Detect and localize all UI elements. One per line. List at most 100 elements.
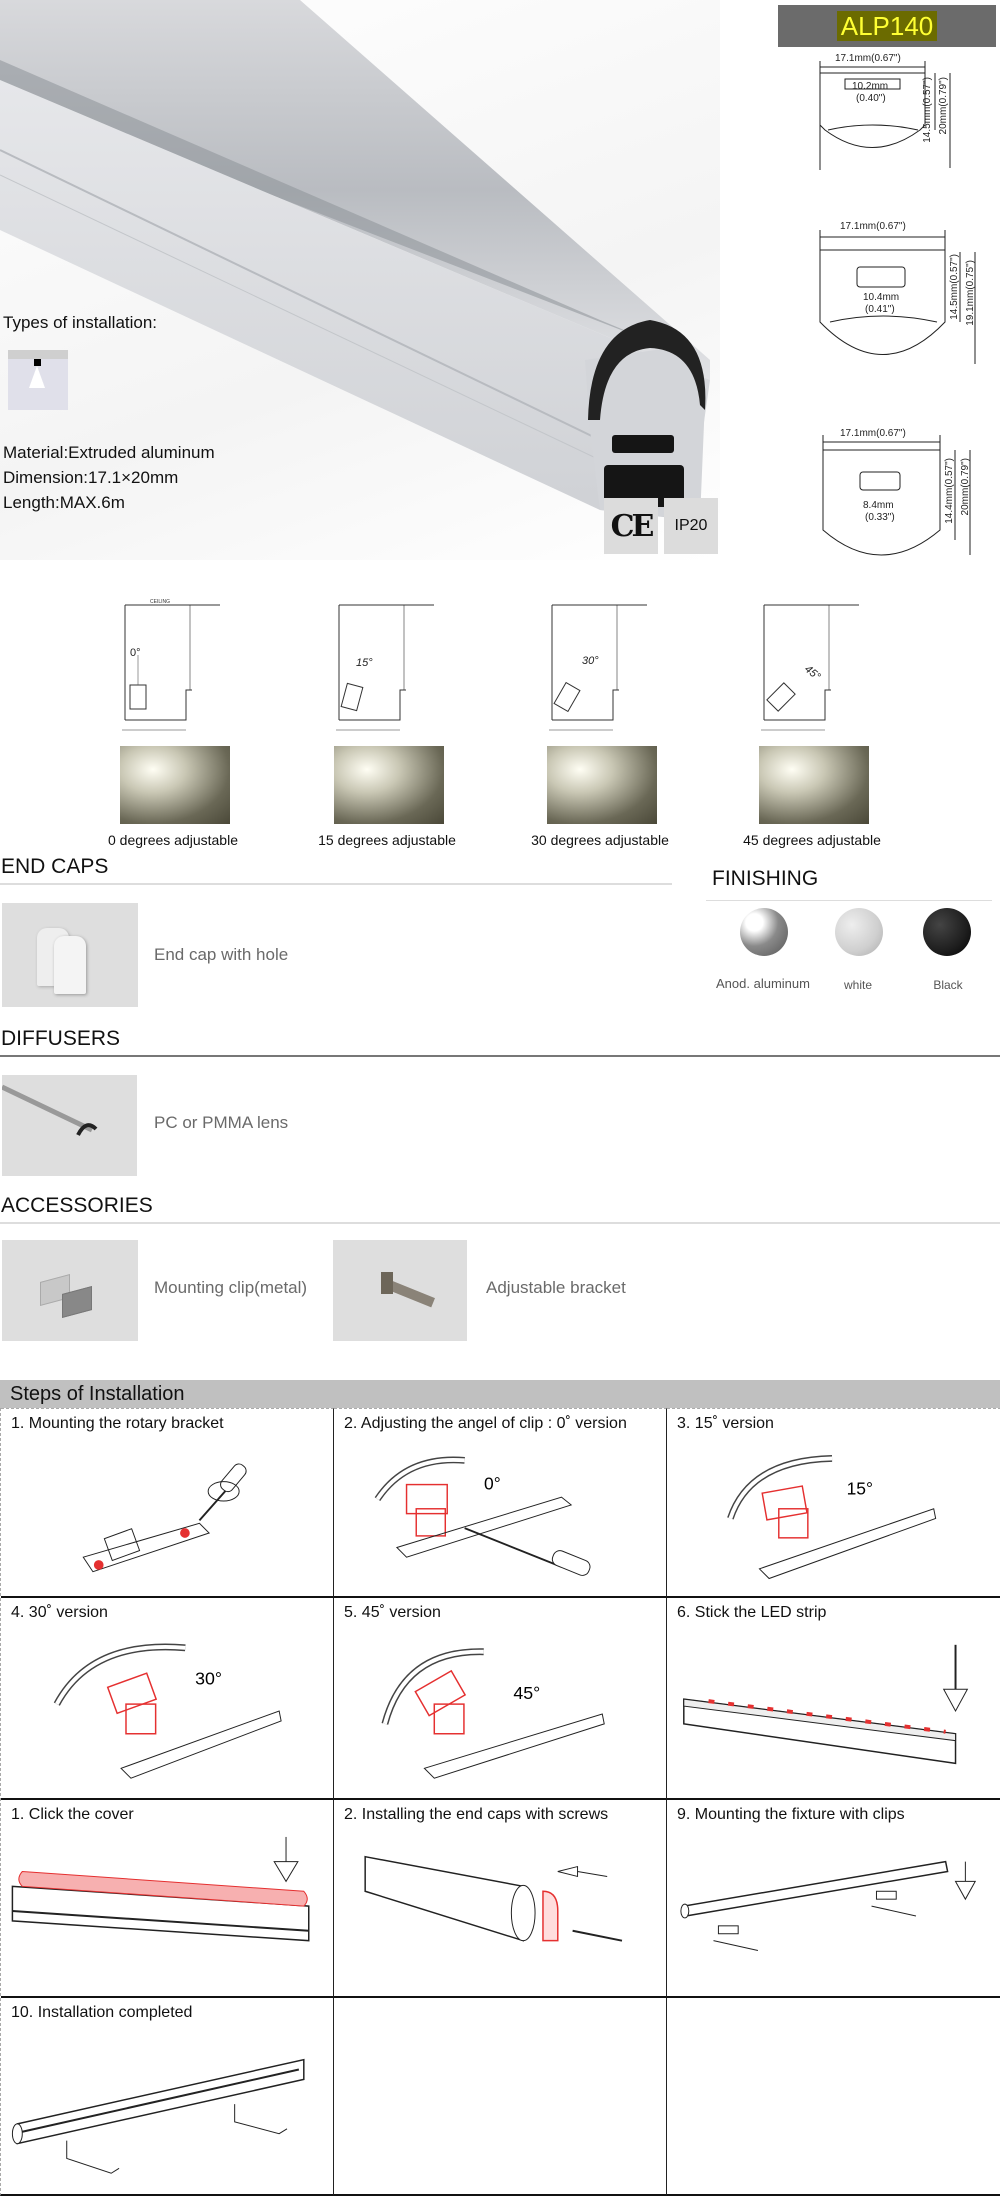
clip-angle-15-illustration: 15°	[727, 1455, 937, 1580]
spec-material: Material:Extruded aluminum	[3, 443, 215, 462]
finish-swatch-black[interactable]	[923, 908, 971, 956]
installation-diagram-30: 30°	[547, 595, 657, 740]
profile-cross-section-icon	[819, 230, 976, 364]
profile-drawing-1: 17.1mm(0.67") 10.2mm (0.40") 14.5mm(0.57…	[810, 53, 990, 170]
light-effect-photo-45	[759, 746, 869, 824]
angle-label: 15 degrees adjustable	[318, 832, 456, 848]
profile-cross-section-icon	[822, 435, 971, 556]
room-section-icon	[549, 604, 647, 731]
mounting-clip-label: Mounting clip(metal)	[154, 1278, 308, 1297]
finish-swatch-white[interactable]	[835, 908, 883, 956]
adjustable-bracket-image	[333, 1240, 467, 1341]
steps-header: Steps of Installation	[0, 1380, 1000, 1408]
inner-dimension-inch: (0.41")	[865, 304, 895, 315]
height-dimension-2: 19.1mm(0.75")	[965, 260, 976, 326]
step-cell-8: 2. Installing the end caps with screws	[334, 1800, 667, 1998]
room-section-icon: CEILING	[122, 599, 220, 731]
step-cell-2: 2. Adjusting the angel of clip : 0˚ vers…	[334, 1408, 667, 1598]
angle-label: 45 degrees adjustable	[743, 832, 881, 848]
svg-text:CEILING: CEILING	[150, 599, 170, 605]
profile-drawing-3: 17.1mm(0.67") 8.4mm (0.33") 14.4mm(0.57"…	[815, 428, 995, 560]
lens-strip-icon	[0, 1084, 98, 1136]
spec-list: Material:Extruded aluminum Dimension:17.…	[3, 440, 215, 515]
diffusers-heading: DIFFUSERS	[1, 1027, 121, 1050]
profile-cross-section-icon	[819, 61, 951, 170]
end-cap-label: End cap with hole	[154, 945, 289, 964]
step-title: 6. Stick the LED strip	[677, 1604, 827, 1621]
installation-diagram-15: 15°	[334, 595, 444, 740]
angle-label: 30 degrees adjustable	[531, 832, 669, 848]
spec-dimension: Dimension:17.1×20mm	[3, 468, 179, 487]
step-title: 2. Adjusting the angel of clip : 0˚ vers…	[344, 1415, 627, 1432]
step-cell-7: 1. Click the cover	[1, 1800, 334, 1998]
finish-label-black: Black	[933, 978, 963, 992]
angle-value: 30°	[582, 655, 599, 667]
svg-text:15°: 15°	[847, 1478, 873, 1498]
angle-option-15: 15° 15 degrees adjustable	[318, 595, 456, 848]
step-title: 2. Installing the end caps with screws	[344, 1806, 609, 1823]
room-section-icon	[336, 604, 434, 731]
clip-angle-45-illustration: 45°	[381, 1648, 605, 1779]
step-title: 4. 30˚ version	[11, 1604, 108, 1621]
angle-label: 0 degrees adjustable	[108, 832, 238, 848]
room-section-icon	[761, 604, 859, 731]
step-title: 9. Mounting the fixture with clips	[677, 1806, 905, 1823]
step-cell-10: 10. Installation completed	[1, 1998, 334, 2196]
end-caps-divider	[0, 883, 672, 885]
profile-drawing-2: 17.1mm(0.67") 10.4mm (0.41") 14.5mm(0.57…	[815, 221, 995, 372]
step-title: 3. 15˚ version	[677, 1415, 774, 1432]
step-cell-5: 5. 45˚ version 45°	[334, 1598, 667, 1800]
svg-text:30°: 30°	[195, 1668, 222, 1688]
light-effect-photo-0	[120, 746, 230, 824]
angle-option-45: 45° 45 degrees adjustable	[743, 595, 881, 848]
installation-diagram-0: CEILING 0°	[120, 595, 230, 740]
diffusers-divider	[0, 1055, 1000, 1057]
end-caps-heading: END CAPS	[1, 855, 109, 878]
installation-types-label: Types of installation:	[3, 313, 158, 332]
clip-angle-0-illustration: 0°	[374, 1456, 591, 1576]
inner-dimension: 8.4mm	[863, 500, 894, 511]
step-cell-9: 9. Mounting the fixture with clips	[667, 1800, 1000, 1998]
light-effect-photo-15	[334, 746, 444, 824]
mount-clips-illustration	[680, 1860, 977, 1952]
width-dimension: 17.1mm(0.67")	[840, 428, 906, 439]
ce-mark-badge: CE	[604, 498, 658, 554]
width-dimension: 17.1mm(0.67")	[835, 53, 901, 64]
ip20-badge: IP20	[664, 498, 718, 554]
screwdriver-bracket-illustration	[82, 1463, 247, 1573]
model-title-bar: ALP140	[778, 5, 996, 47]
height-dimension-1: 14.4mm(0.57")	[944, 458, 955, 524]
angle-option-0: CEILING 0° 0 degrees adjustable	[108, 595, 238, 848]
diffuser-lens-image	[0, 1075, 137, 1176]
angle-option-30: 30° 30 degrees adjustable	[531, 595, 669, 848]
light-effect-photo-30	[547, 746, 657, 824]
accessories-divider	[0, 1222, 1000, 1224]
installation-diagram-45: 45°	[759, 595, 869, 740]
inner-dimension: 10.2mm	[852, 81, 889, 92]
step-cell-6: 6. Stick the LED strip	[667, 1598, 1000, 1800]
clip-angle-30-illustration: 30°	[53, 1643, 282, 1779]
height-dimension-2: 20mm(0.79")	[938, 77, 949, 135]
diffuser-label: PC or PMMA lens	[154, 1113, 289, 1132]
mounting-clip-image	[2, 1240, 138, 1341]
step-title: 1. Mounting the rotary bracket	[11, 1415, 224, 1432]
width-dimension: 17.1mm(0.67")	[840, 221, 906, 232]
step-cell-1: 1. Mounting the rotary bracket	[1, 1408, 334, 1598]
end-cap-image	[2, 903, 138, 1007]
accessories-heading: ACCESSORIES	[1, 1194, 153, 1217]
height-dimension-1: 14.5mm(0.57")	[949, 254, 960, 320]
spec-length: Length:MAX.6m	[3, 493, 125, 512]
step-cell-4: 4. 30˚ version 30°	[1, 1598, 334, 1800]
step-cell-11	[334, 1998, 667, 2196]
height-dimension-1: 14.5mm(0.57")	[922, 77, 933, 143]
adjustable-bracket-label: Adjustable bracket	[486, 1278, 626, 1297]
aluminum-profile-render	[0, 0, 710, 520]
angle-value: 15°	[356, 657, 373, 669]
height-dimension-2: 20mm(0.79")	[960, 458, 971, 516]
installation-complete-illustration	[11, 2058, 305, 2174]
finish-swatch-anodized[interactable]	[740, 908, 788, 956]
step-cell-3: 3. 15˚ version 15°	[667, 1408, 1000, 1598]
click-cover-illustration	[11, 1836, 310, 1942]
product-hero-image	[0, 0, 720, 560]
finish-label-white: white	[843, 978, 872, 992]
